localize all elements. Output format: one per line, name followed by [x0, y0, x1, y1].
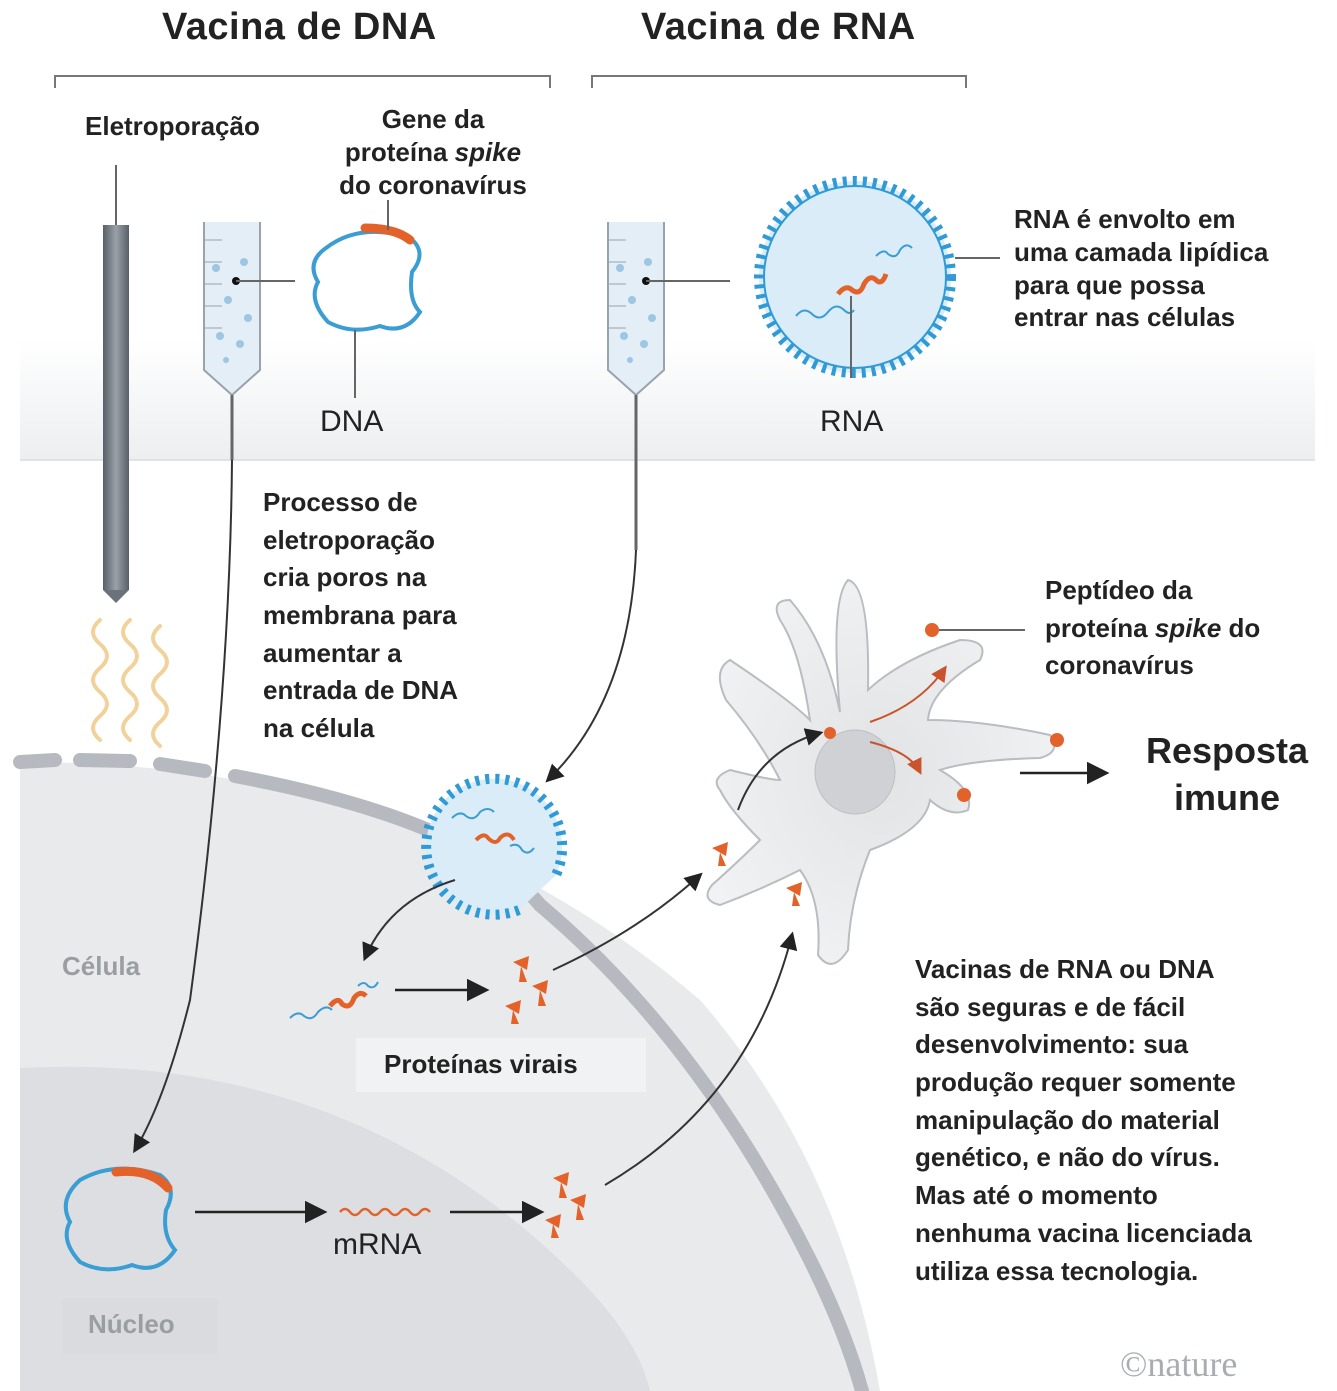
rna-entry-arrow [545, 549, 637, 783]
nuclear-plasmid-icon [63, 1166, 178, 1272]
summary-note: Vacinas de RNA ou DNA são seguras e de f… [915, 954, 1252, 1286]
rna-header-bracket [591, 75, 967, 88]
rna-vaccine-header: Vacina de RNA [641, 6, 916, 48]
apc-protein-icon [712, 842, 802, 906]
lipid-nanoparticle-entering-icon [421, 773, 568, 920]
viral-proteins-label-bg [356, 1038, 646, 1092]
electroporation-process-note: Processo de eletroporação cria poros na … [263, 487, 459, 744]
rna-syringe [607, 222, 730, 550]
immune-response-label: Resposta imune [1145, 730, 1309, 818]
nuclear-protein-to-apc-arrow [604, 931, 798, 1186]
dna-entry-arrow [133, 459, 233, 1154]
protein-to-apc-arrow [552, 872, 703, 971]
membrane-pore-segment [73, 753, 137, 768]
viral-proteins-label: Proteínas virais [384, 1049, 578, 1079]
mrna-strand-icon [339, 1207, 431, 1217]
dna-syringe [203, 222, 295, 460]
release-arrow [362, 879, 456, 962]
electroporation-probe [103, 225, 129, 590]
peptide-icon [824, 623, 1064, 802]
cell-label: Célula [62, 951, 141, 981]
dna-label: DNA [320, 405, 384, 438]
mrna-label: mRNA [333, 1228, 422, 1261]
nuclear-viral-protein-icon [545, 1172, 586, 1238]
nature-credit: ©nature [1120, 1344, 1238, 1384]
lipid-nanoparticle-icon [754, 176, 1000, 378]
dna-header-bracket [54, 75, 551, 88]
spike-gene-label: Gene da proteína spike do coronavírus [339, 104, 527, 200]
antigen-presenting-cell [706, 578, 1056, 965]
cell-membrane [228, 769, 869, 1391]
membrane-segment [13, 753, 62, 769]
peptide-label: Peptídeo da proteína spike do coronavíru… [1045, 575, 1261, 681]
electric-wave-icon [91, 618, 169, 748]
dna-plasmid-icon [311, 200, 423, 398]
electroporation-label: Eletroporação [85, 111, 260, 141]
nucleus-label: Núcleo [88, 1309, 175, 1339]
rna-strand-icon [289, 981, 379, 1020]
rna-label: RNA [820, 405, 884, 438]
dna-vaccine-header: Vacina de DNA [162, 6, 437, 48]
nucleus-label-bg [62, 1298, 218, 1354]
lipid-layer-note: RNA é envolto em uma camada lipídica par… [1014, 204, 1269, 333]
membrane-pore-segment [153, 757, 212, 778]
viral-protein-icon [505, 956, 548, 1024]
